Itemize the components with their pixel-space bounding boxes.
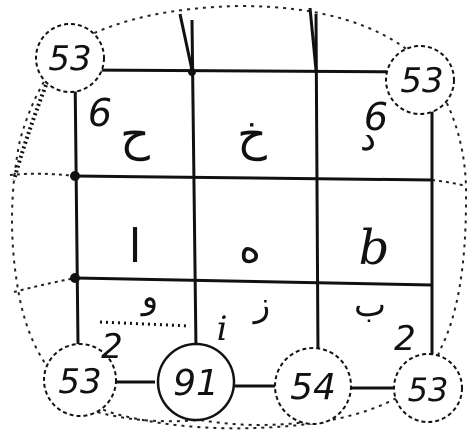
cell-r2-c2: ه	[239, 223, 261, 272]
cell-r3-c2: ز	[252, 285, 270, 325]
cell-r3-c3: ب	[354, 285, 386, 325]
heavy-dotted-left	[14, 85, 46, 180]
corner-mark-bottom-right: 2	[394, 319, 416, 359]
circle-top-right-label: 53	[400, 61, 443, 101]
dashed-arc-bottom-left	[14, 278, 75, 292]
circle-top-right: 53	[386, 46, 454, 114]
cell-r1-c2: خ	[237, 107, 267, 162]
circle-top-left-label: 53	[48, 39, 91, 79]
circle-bottom-4-label: 53	[408, 371, 449, 409]
dashed-arc-right	[432, 180, 466, 186]
circle-bottom-4: 53	[394, 354, 462, 422]
cell-r3-c1: و	[140, 277, 158, 317]
corner-mark-bottom-left: 2	[101, 327, 123, 367]
cell-r2-c3: b	[359, 220, 390, 276]
circle-bottom-3: 54	[275, 348, 351, 424]
cell-r1-c1: ح	[120, 107, 150, 162]
grid	[75, 8, 432, 388]
circle-bottom-3-label: 54	[290, 367, 336, 408]
cell-r2-c1: ا	[129, 219, 142, 273]
circle-top-left: 53	[36, 24, 104, 92]
corner-mark-top-left: 6	[88, 91, 112, 135]
cell-r1-c3: د	[360, 118, 376, 159]
circle-bottom-1-label: 53	[58, 362, 101, 402]
circle-bottom-2: 91	[158, 344, 234, 420]
dashed-arc-left	[10, 174, 75, 176]
circle-bottom-2-label: 91	[173, 363, 219, 404]
small-mark: i	[217, 309, 228, 349]
dotted-row-bottom	[100, 322, 190, 326]
